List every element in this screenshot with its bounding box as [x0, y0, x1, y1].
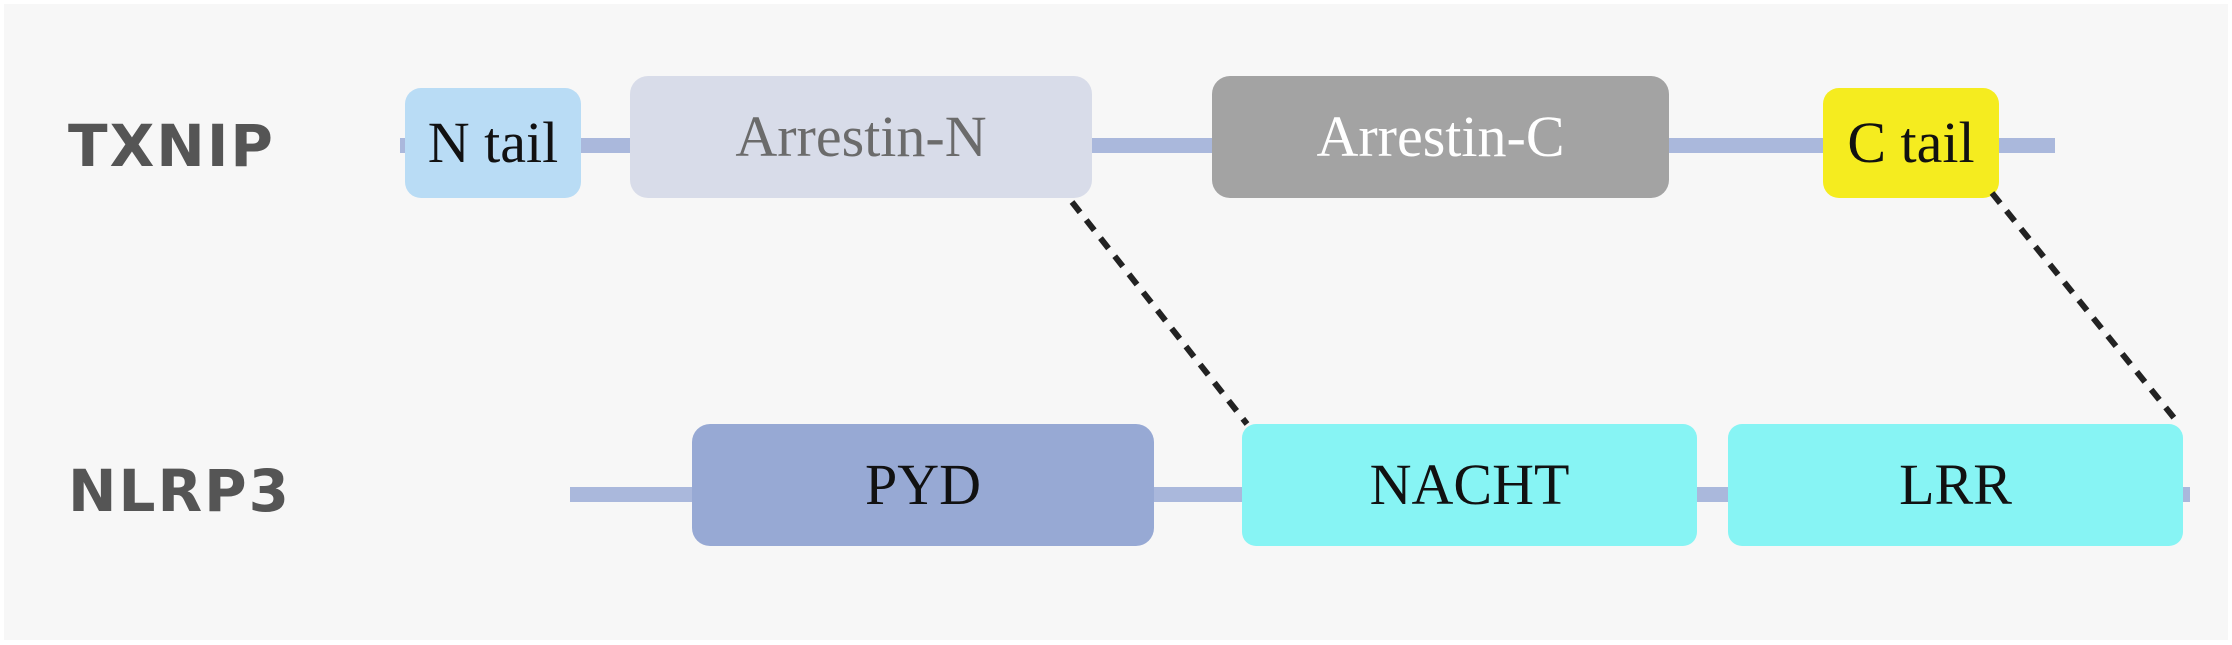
nlrp3-lrr-domain: LRR	[1728, 424, 2183, 546]
txnip-arrestin-n-domain: Arrestin-N	[630, 76, 1092, 198]
txnip-label: TXNIP	[68, 112, 275, 180]
nlrp3-pyd-domain: PYD	[692, 424, 1154, 546]
nlrp3-nacht-domain: NACHT	[1242, 424, 1697, 546]
txnip-n-tail-domain: N tail	[405, 88, 581, 198]
txnip-arrestin-c-domain: Arrestin-C	[1212, 76, 1669, 198]
nlrp3-label: NLRP3	[68, 457, 292, 525]
txnip-c-tail-domain: C tail	[1823, 88, 1999, 198]
